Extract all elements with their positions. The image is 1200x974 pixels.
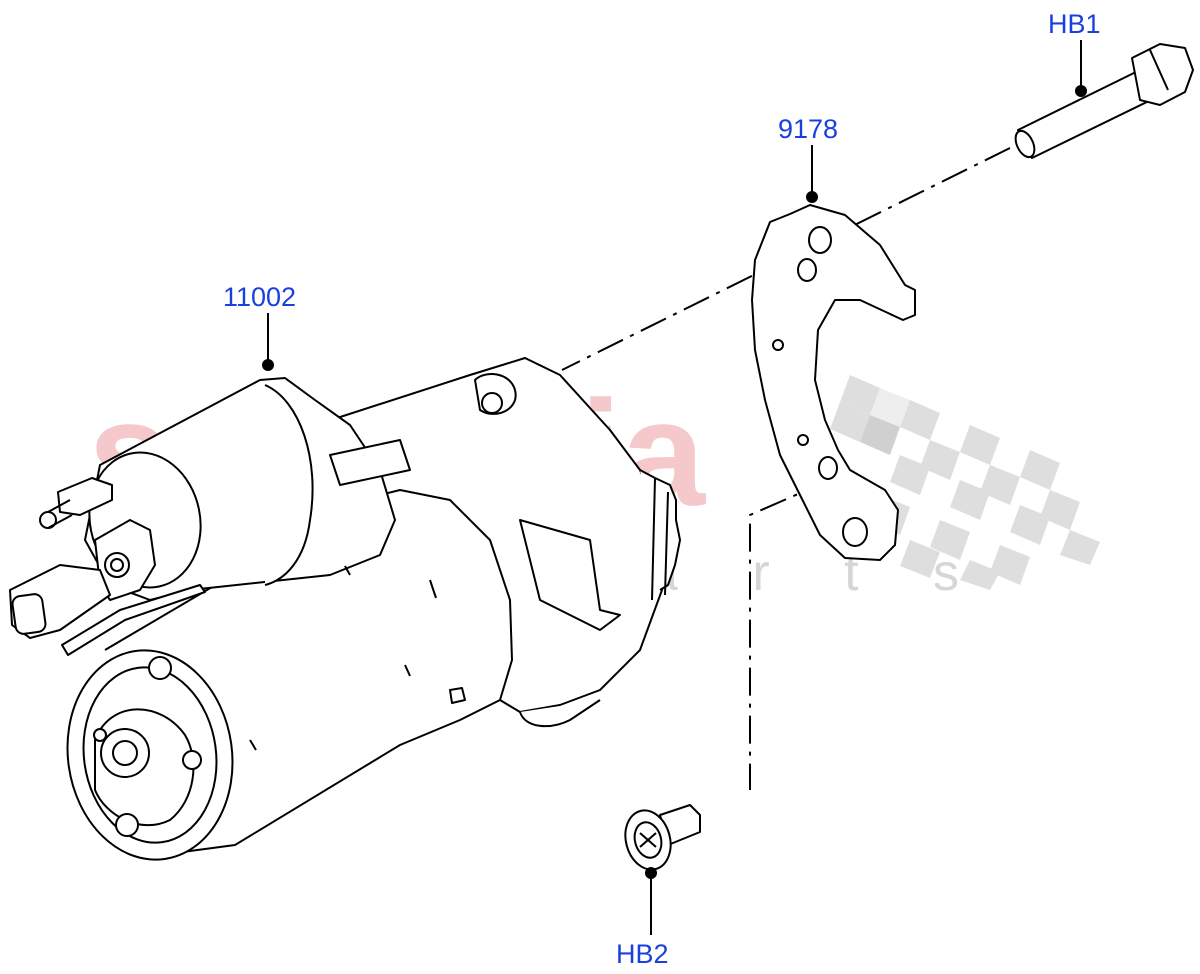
leader-lines xyxy=(262,40,1087,935)
callout-starter-motor[interactable]: 11002 xyxy=(223,282,297,312)
callout-mounting-bracket[interactable]: 9178 xyxy=(778,114,839,144)
callout-bolt-hb2[interactable]: HB2 xyxy=(616,939,669,969)
bolt-icon xyxy=(1014,43,1194,159)
starter-motor-icon xyxy=(9,357,681,861)
mounting-bracket-icon xyxy=(751,204,916,561)
flange-screw-icon xyxy=(624,804,701,871)
callout-bolt-hb1[interactable]: HB1 xyxy=(1048,9,1101,39)
